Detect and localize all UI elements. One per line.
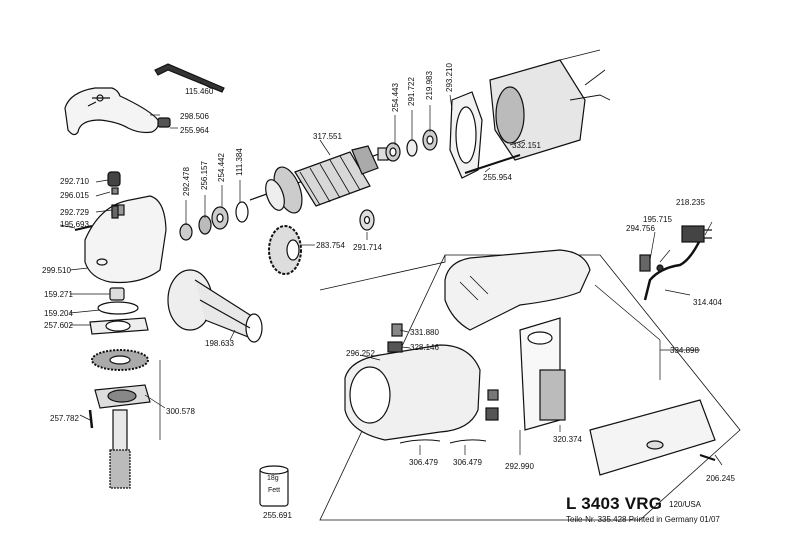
part-label: 198.633 (205, 339, 234, 348)
part-label: 111.384 (235, 148, 244, 176)
part-label: 159.204 (44, 309, 73, 318)
model-suffix: 120/USA (669, 500, 702, 509)
brush-spring (399, 439, 441, 444)
part-label: 299.510 (42, 266, 71, 275)
part-label: 298.506 (180, 112, 209, 121)
part-label: 306.479 (453, 458, 482, 467)
part-label: 257.602 (44, 321, 73, 330)
part-label: 314.404 (693, 298, 722, 307)
hex-key (154, 63, 225, 93)
part-label: 328.146 (410, 343, 439, 352)
part-label: 218.235 (676, 198, 705, 207)
cord-clip (639, 254, 651, 272)
long-screw (464, 154, 521, 174)
part-label: 195.715 (643, 215, 672, 224)
model-title: L 3403 VRG (566, 494, 663, 513)
field-coil (489, 49, 611, 161)
circlip (235, 201, 249, 223)
part-label: 320.374 (553, 435, 582, 444)
part-label: 296.252 (346, 349, 375, 358)
plug (681, 225, 705, 243)
part-label: 257.782 (50, 414, 79, 423)
brush-spring (449, 439, 487, 444)
part-label: 292.990 (505, 462, 534, 471)
bushing (109, 287, 125, 301)
part-label: 115.460 (185, 87, 214, 96)
part-label: 256.157 (200, 161, 209, 190)
part-label: 219.983 (425, 71, 434, 100)
part-label: 332.151 (512, 141, 541, 150)
gear-housing (84, 195, 167, 284)
motor-housing (444, 249, 591, 331)
switch-part (391, 323, 403, 337)
grease-weight: 18g (267, 475, 279, 482)
part-label: 255.954 (483, 173, 512, 182)
washer (179, 223, 193, 241)
part-label: 294.756 (626, 224, 655, 233)
power-cord (643, 239, 702, 301)
part-label: 296.015 (60, 191, 89, 200)
grease-label: Fett (268, 487, 280, 494)
part-label: 195.693 (60, 220, 89, 229)
part-label: 206.245 (706, 474, 735, 483)
side-handle (167, 269, 263, 343)
part-label: 306.479 (409, 458, 438, 467)
part-label: 291.722 (407, 77, 416, 106)
switch-part (387, 341, 403, 353)
part-label: 255.691 (263, 511, 292, 520)
part-label: 254.442 (217, 153, 226, 182)
part-label: 291.714 (353, 243, 382, 252)
part-label: 331.880 (410, 328, 439, 337)
part-label: 300.578 (166, 407, 195, 416)
screw (157, 117, 171, 128)
handle-bracket (64, 87, 159, 136)
part-label: 334.898 (670, 346, 699, 355)
armature (249, 145, 391, 214)
switch-cover (589, 399, 716, 476)
part-label: 293.210 (445, 63, 454, 92)
part-label: 292.729 (60, 208, 89, 217)
ring (406, 139, 418, 157)
part-label: 159.271 (44, 290, 73, 299)
part-number-line: Teile-Nr. 335.428 Printed in Germany 01/… (566, 515, 720, 524)
spindle-lock-button (107, 171, 121, 187)
part-label: 292.710 (60, 177, 89, 186)
part-label: 317.551 (313, 132, 342, 141)
bearing (198, 215, 212, 235)
gear (268, 225, 302, 275)
part-label: 255.964 (180, 126, 209, 135)
part-label: 283.754 (316, 241, 345, 250)
part-label: 292.478 (182, 167, 191, 196)
seal-ring (97, 301, 139, 315)
part-label: 254.443 (391, 83, 400, 112)
